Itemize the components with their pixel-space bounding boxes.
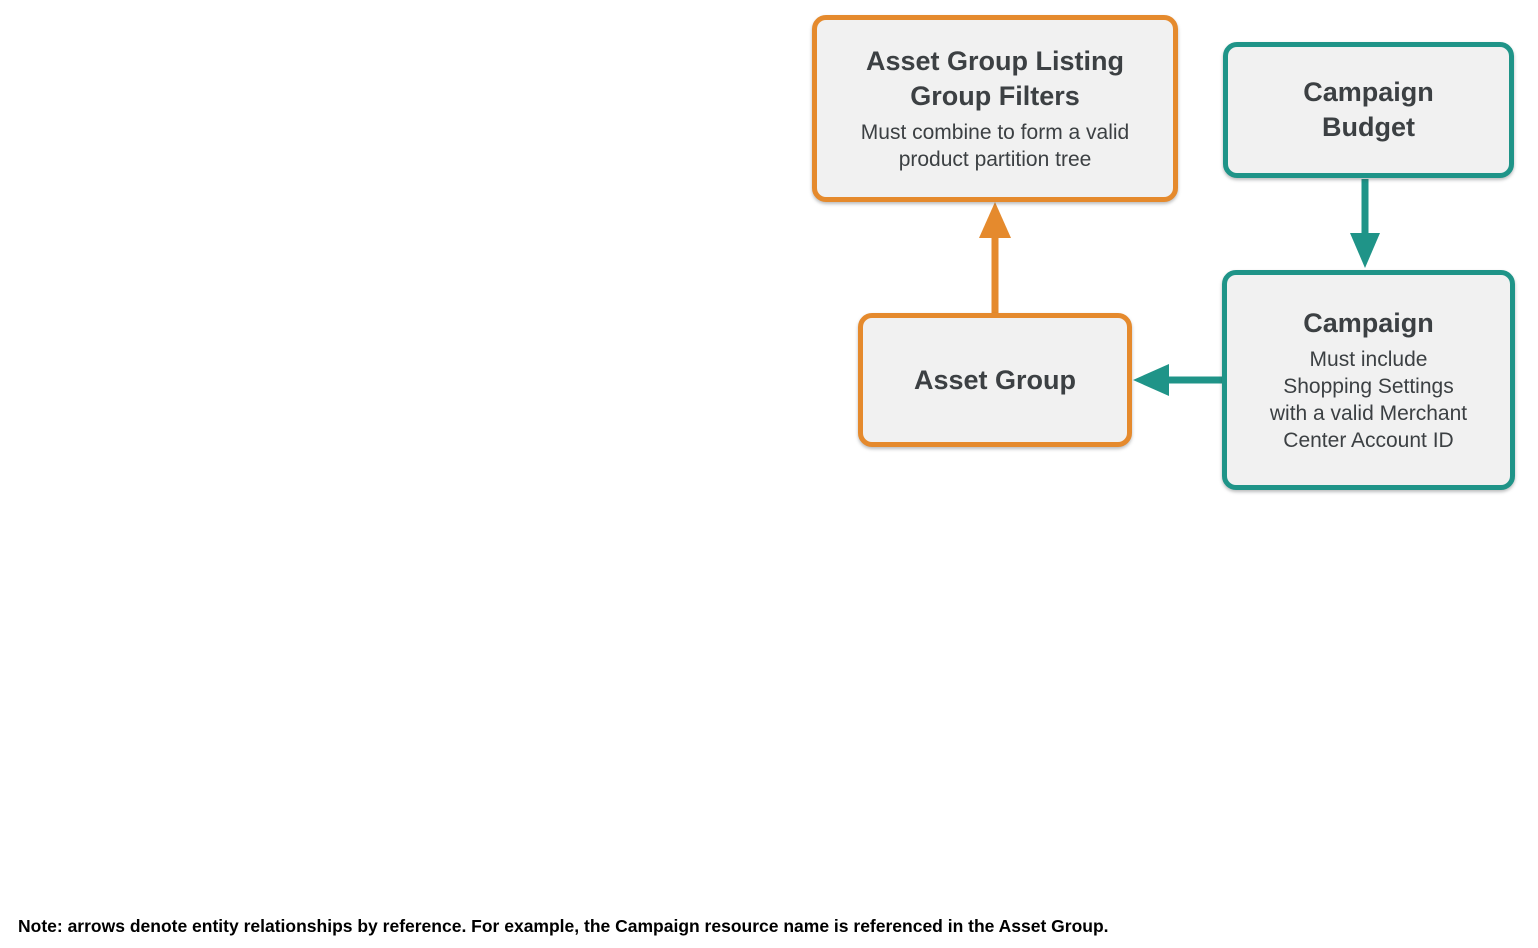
node-subtitle: Must include Shopping Settings with a va… [1269,348,1468,452]
node-campaign: Campaign Must include Shopping Settings … [1222,270,1515,490]
footnote: Note: arrows denote entity relationships… [18,916,1109,936]
node-title: Asset Group Listing Group Filters [865,46,1125,111]
arrow-campaign-to-asset-group [1133,364,1222,396]
node-asset-group: Asset Group [858,313,1132,447]
node-subtitle: Must combine to form a valid product par… [860,121,1130,171]
node-asset-group-listing-group-filters: Asset Group Listing Group Filters Must c… [812,15,1178,202]
arrow-campaign-budget-to-campaign [1350,179,1380,268]
node-title: Campaign Budget [1303,77,1434,142]
node-campaign-budget: Campaign Budget [1223,42,1514,178]
node-title: Asset Group [913,364,1077,395]
node-title: Campaign [1303,308,1434,338]
arrow-asset-group-to-listing-filters [979,202,1011,313]
